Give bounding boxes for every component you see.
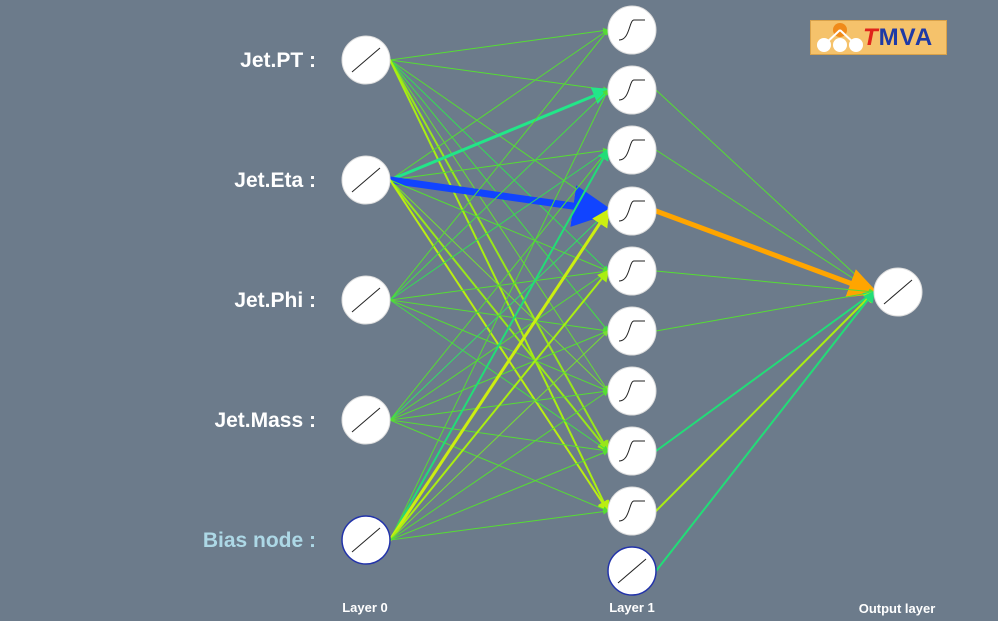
weight-l1-2-out: [655, 149, 875, 293]
weight-l0-4-l1-8: [389, 508, 609, 541]
linear-activation-icon: [351, 47, 381, 73]
weight-l1-4-out: [655, 270, 875, 295]
weight-l0-2-l1-2: [389, 149, 609, 301]
weight-l0-4-l1-3: [388, 208, 610, 542]
weight-l0-3-l1-2: [389, 149, 609, 421]
layer-1-title: Layer 1: [609, 600, 655, 615]
layer-1-node-2: [607, 125, 657, 175]
weight-l0-4-l1-5: [389, 330, 609, 541]
sigmoid-activation-icon: [618, 79, 645, 101]
connection-weights: [386, 27, 879, 572]
weight-l1-3-out: [653, 208, 879, 298]
layer-1-node-6: [607, 366, 657, 416]
sigmoid-activation-icon: [618, 380, 645, 402]
weight-l0-1-l1-0: [389, 29, 609, 181]
sigmoid-activation-icon: [618, 19, 645, 41]
weight-l1-5-out: [655, 289, 875, 332]
layer-0-node-1: [341, 155, 391, 205]
layer-0-node-2: [341, 275, 391, 325]
weight-l1-9-out: [655, 290, 876, 572]
layer-1-node-5: [607, 306, 657, 356]
input-label-jet-eta: Jet.Eta :: [234, 169, 316, 192]
layer-1-node-8: [607, 486, 657, 536]
weight-l1-1-out: [655, 89, 875, 293]
sigmoid-activation-icon: [618, 320, 645, 342]
linear-activation-icon: [351, 287, 381, 313]
layer-1-node-3: [607, 186, 657, 236]
input-label-bias-node: Bias node :: [203, 529, 316, 552]
layer-0-node-0: [341, 35, 391, 85]
node-labels: Jet.PT : Jet.Eta : Jet.Phi : Jet.Mass : …: [203, 49, 316, 552]
sigmoid-activation-icon: [618, 500, 645, 522]
weight-l1-8-out: [655, 290, 876, 512]
layer-1-node-7: [607, 426, 657, 476]
input-label-jet-phi: Jet.Phi :: [234, 289, 316, 312]
weight-l0-0-l1-7: [389, 59, 609, 453]
layer-1-node-0: [607, 5, 657, 55]
input-label-jet-pt: Jet.PT :: [240, 49, 316, 72]
linear-activation-icon: [351, 527, 381, 553]
layer-0-node-4: [341, 515, 391, 565]
weight-l0-4-l1-2: [389, 148, 609, 541]
weight-l0-1-l1-1: [388, 87, 611, 182]
layer-titles: Layer 0 Layer 1 Output layer: [342, 600, 935, 616]
linear-activation-icon: [351, 167, 381, 193]
layer-0-node-3: [341, 395, 391, 445]
sigmoid-activation-icon: [618, 260, 645, 282]
weight-l0-2-l1-1: [389, 89, 609, 301]
linear-activation-icon: [351, 407, 381, 433]
weight-l0-0-l1-1: [389, 59, 609, 93]
tmva-logo-icon: [817, 23, 863, 52]
linear-activation-icon: [617, 558, 647, 584]
input-label-jet-mass: Jet.Mass :: [214, 409, 316, 432]
sigmoid-activation-icon: [618, 440, 645, 462]
layer-1-node-9: [607, 546, 657, 596]
weight-l0-4-l1-7: [389, 450, 609, 541]
output-layer-title: Output layer: [859, 601, 936, 616]
weight-l0-4-l1-4: [389, 269, 610, 541]
weight-l0-0-l1-0: [389, 27, 609, 61]
weight-l1-7-out: [655, 290, 876, 452]
output-node: [873, 267, 923, 317]
network-nodes: [341, 5, 923, 596]
tmva-logo: TMVA: [810, 20, 947, 55]
sigmoid-activation-icon: [618, 200, 645, 222]
weight-l0-2-l1-0: [389, 29, 609, 301]
layer-0-title: Layer 0: [342, 600, 388, 615]
layer-1-node-1: [607, 65, 657, 115]
sigmoid-activation-icon: [618, 139, 645, 161]
weight-l0-4-l1-6: [389, 390, 609, 541]
layer-1-node-4: [607, 246, 657, 296]
weight-l0-4-l1-1: [389, 89, 609, 541]
tmva-logo-text: TMVA: [863, 24, 934, 51]
linear-activation-icon: [883, 279, 913, 305]
